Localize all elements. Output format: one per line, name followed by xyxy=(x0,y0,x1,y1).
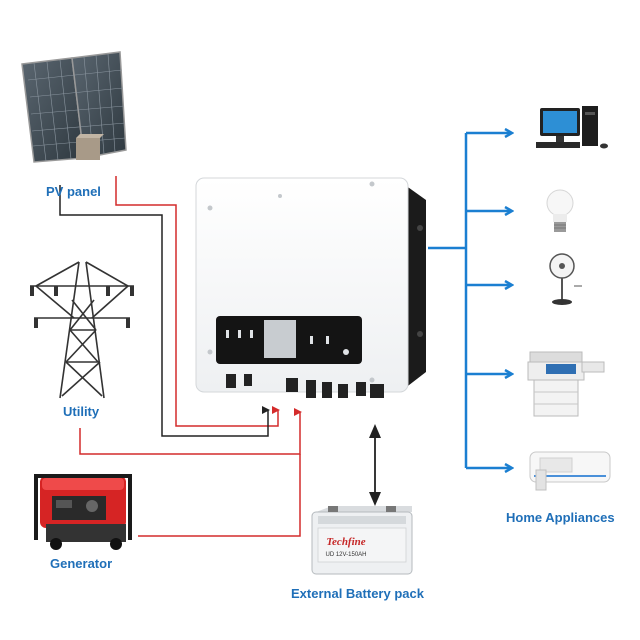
utility-label: Utility xyxy=(63,404,100,419)
solar-panel-icon xyxy=(21,51,127,163)
home-appliances-label: Home Appliances xyxy=(506,510,615,525)
battery-link-arrow-down xyxy=(369,492,381,506)
battery-icon: Techfine UD 12V-150AH xyxy=(311,506,413,575)
generator-icon xyxy=(34,474,132,550)
battery-spec: UD 12V-150AH xyxy=(325,552,366,558)
battery-pack-label: External Battery pack xyxy=(291,586,424,601)
generator-connection-line xyxy=(138,454,301,537)
fan-icon xyxy=(549,253,582,305)
generator-label: Generator xyxy=(50,556,113,571)
pv-connection-line xyxy=(115,176,280,427)
light-bulb-icon xyxy=(546,189,574,232)
utility-connection-line xyxy=(59,185,270,437)
air-conditioner-icon xyxy=(529,451,611,491)
power-tower-icon xyxy=(30,261,134,399)
inverter-display xyxy=(264,320,296,358)
battery-brand: Techfine xyxy=(326,536,365,548)
output-distribution-lines xyxy=(428,133,512,468)
pv-panel-label: PV panel xyxy=(46,184,101,199)
utility-ac-line xyxy=(79,408,302,455)
inverter-unit xyxy=(195,177,426,398)
battery-link-arrow-up xyxy=(369,424,381,438)
computer-icon xyxy=(536,106,608,149)
printer-icon xyxy=(527,351,605,417)
